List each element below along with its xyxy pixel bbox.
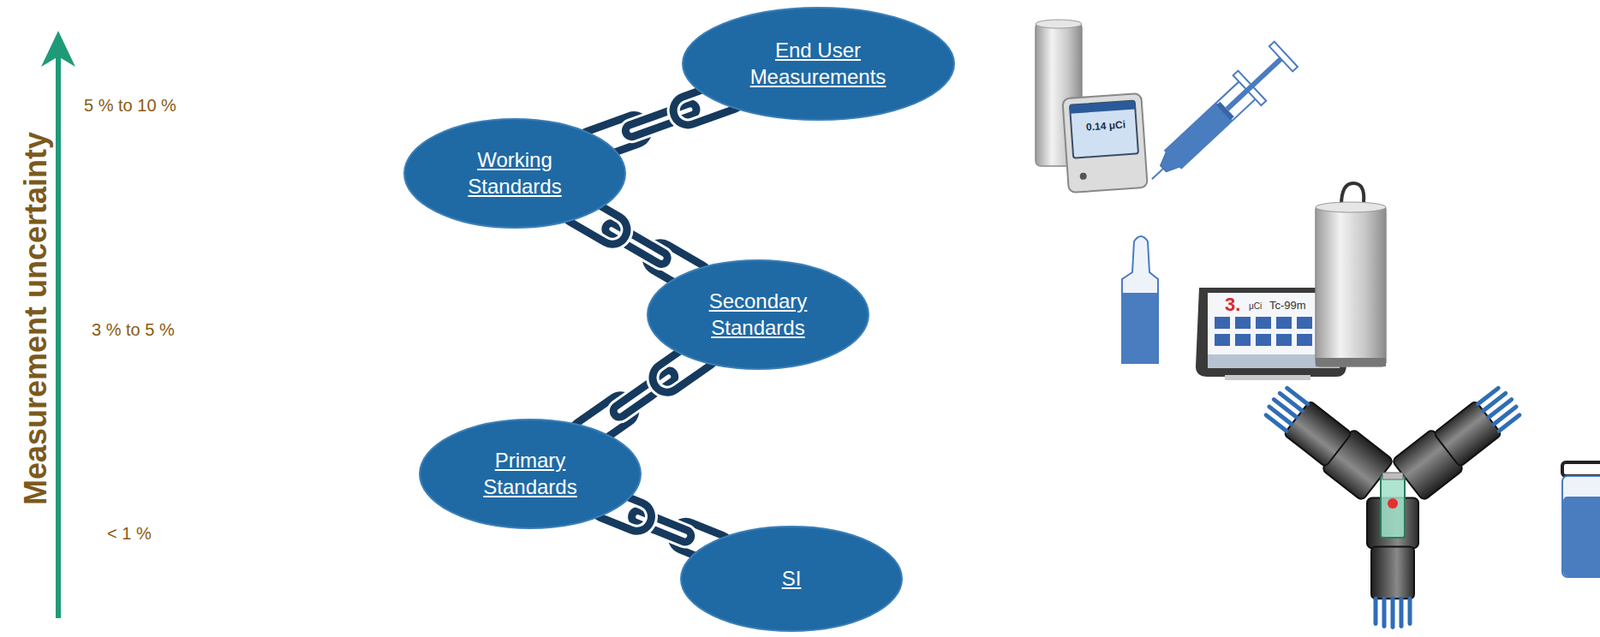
- ellipse-outline: [681, 6, 956, 121]
- standard-ellipse: Working Standards: [403, 118, 627, 229]
- uncertainty-arrow: [55, 54, 61, 619]
- vial-edge: [1562, 462, 1600, 578]
- ellipse-outline: [403, 118, 627, 229]
- ellipse-outline: [418, 418, 642, 530]
- uncertainty-range: 5 % to 10 %: [83, 95, 177, 116]
- standard-ellipse: End User Measurements: [681, 6, 956, 121]
- uncertainty-range: < 1 %: [107, 524, 152, 544]
- node-label: SI: [782, 565, 802, 592]
- pmt-detector: [1258, 379, 1528, 627]
- node-label: Secondary Standards: [702, 287, 814, 341]
- display-reading: 3.: [1224, 293, 1241, 317]
- node-label: Primary Standards: [474, 447, 586, 501]
- display-isotope: Tc-99m: [1269, 298, 1307, 312]
- vial: [1122, 236, 1159, 364]
- dose-calibrator: [1035, 19, 1148, 193]
- standard-ellipse: Primary Standards: [418, 418, 642, 530]
- standard-ellipse: SI: [680, 525, 903, 633]
- ellipse-outline: [646, 259, 870, 371]
- axis-title: Measurement uncertainty: [17, 131, 54, 506]
- display-unit: μCi: [1248, 301, 1262, 311]
- syringe: [1137, 39, 1300, 195]
- node-label: End User Measurements: [743, 36, 894, 90]
- node-label: Working Standards: [459, 146, 571, 200]
- standard-ellipse: Secondary Standards: [646, 259, 870, 371]
- uncertainty-range: 3 % to 5 %: [91, 320, 175, 341]
- ionization-chamber: [1315, 183, 1386, 367]
- arrow-head: [41, 30, 76, 67]
